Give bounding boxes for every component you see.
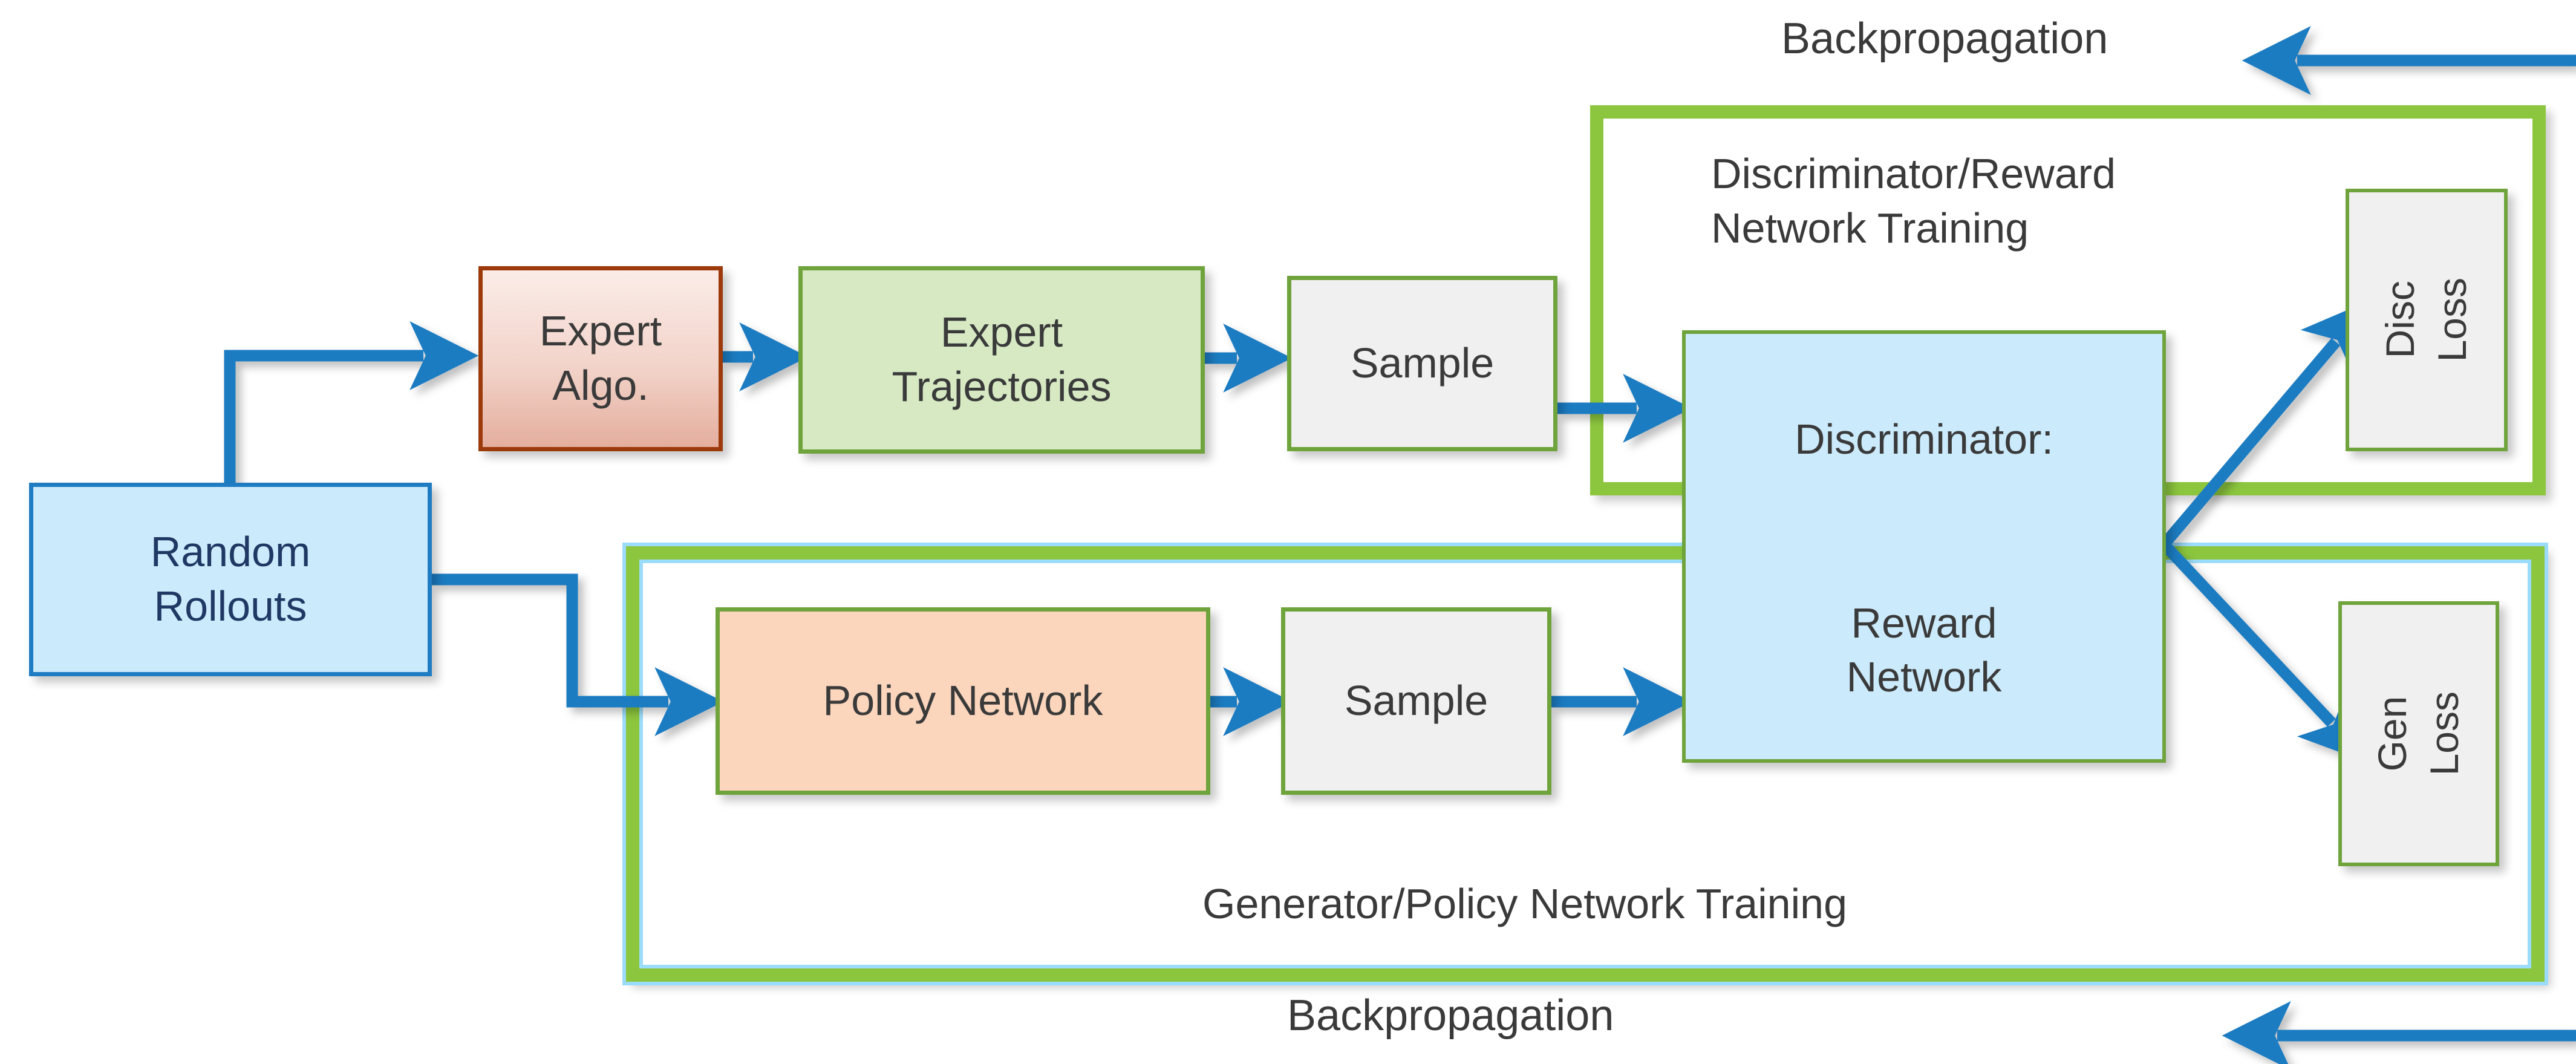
node-discriminator-reward-network[interactable]: Discriminator: Reward Network: [1682, 330, 2166, 763]
node-gen-loss[interactable]: Gen Loss: [2338, 601, 2499, 866]
disc-loss-label: Disc Loss: [2378, 278, 2474, 362]
reward-network-label: Reward Network: [1846, 599, 2002, 701]
label-backpropagation-bottom: Backpropagation: [1287, 991, 1614, 1040]
node-sample-policy[interactable]: Sample: [1281, 607, 1551, 795]
node-disc-loss[interactable]: Disc Loss: [2346, 189, 2508, 451]
node-expert-algo[interactable]: Expert Algo.: [478, 266, 723, 451]
node-expert-trajectories[interactable]: Expert Trajectories: [798, 266, 1205, 454]
group-label-generator-training: Generator/Policy Network Training: [1202, 880, 1847, 927]
gen-loss-label: Gen Loss: [2370, 691, 2467, 776]
node-policy-network[interactable]: Policy Network: [716, 607, 1210, 795]
edge-rollouts-to-expert-algo: [224, 321, 479, 483]
label-backpropagation-top: Backpropagation: [1781, 15, 2108, 63]
group-label-discriminator-training: Discriminator/Reward Network Training: [1711, 150, 2116, 252]
node-random-rollouts[interactable]: Random Rollouts: [29, 483, 432, 676]
node-sample-expert[interactable]: Sample: [1287, 276, 1557, 451]
discriminator-label: Discriminator:: [1795, 416, 2053, 463]
